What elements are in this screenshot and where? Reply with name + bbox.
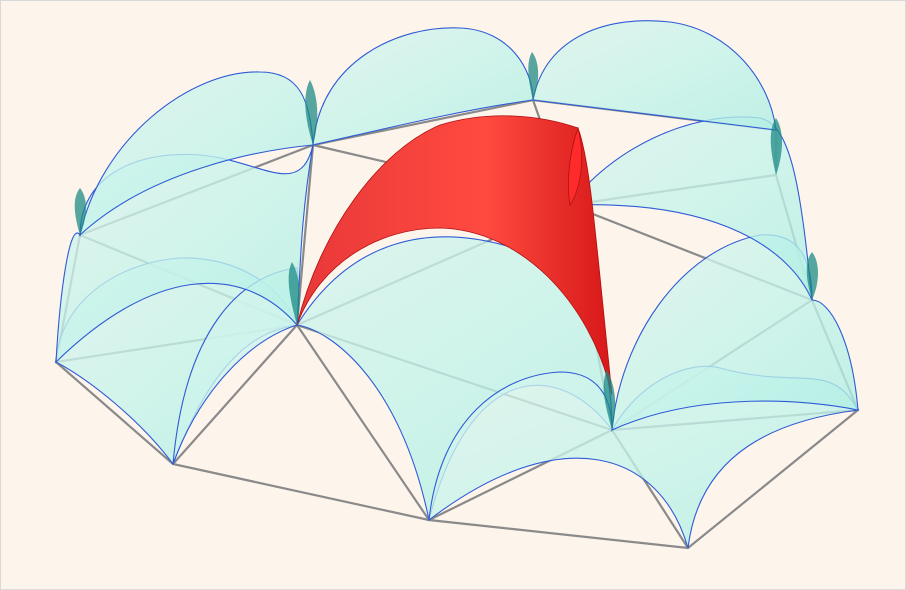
figure-frame [0,0,906,590]
figure-canvas [0,0,906,590]
